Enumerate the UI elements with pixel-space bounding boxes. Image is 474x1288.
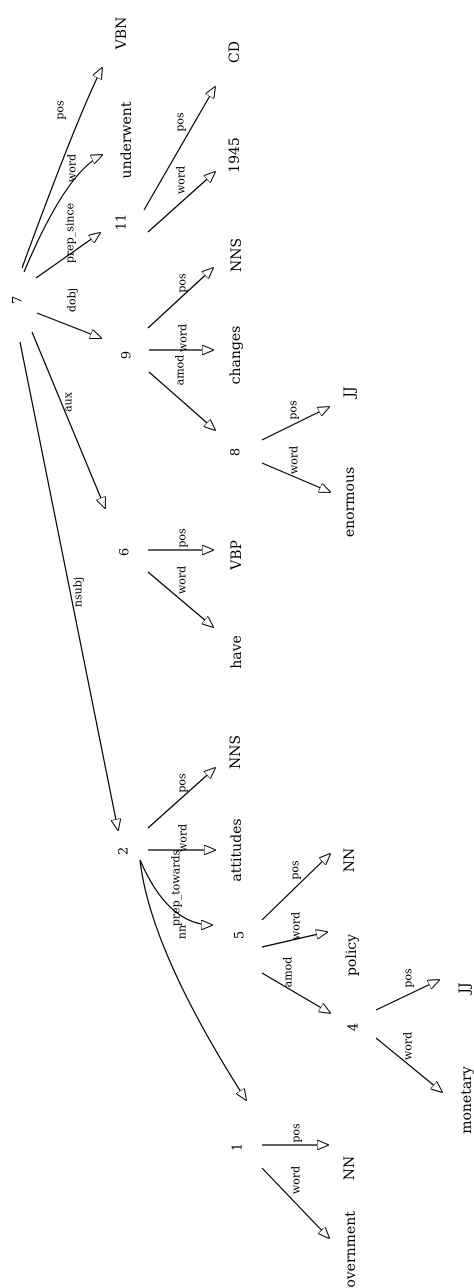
edge-label-nn: nn	[176, 925, 189, 939]
leaf-nn1: NN	[342, 1156, 358, 1181]
node-n6: 6	[118, 548, 133, 556]
edge-n5-to-n4	[261, 972, 330, 1013]
node-n4: 4	[347, 1023, 362, 1031]
node-n7: 7	[11, 296, 26, 304]
leaf-enormous: enormous	[342, 467, 358, 537]
leaf-monetary: monetary	[459, 1066, 474, 1134]
edge-n7-to-n6	[31, 331, 105, 508]
edge-n2-to-n5	[139, 859, 212, 925]
edge-n5-to-nn5	[261, 854, 330, 921]
edge-label-pos: pos	[290, 1123, 303, 1143]
edge-label-amod: amod	[282, 957, 295, 988]
edge-label-word: word	[177, 824, 190, 852]
leaf-have: have	[229, 635, 245, 669]
edge-n7-to-n2	[19, 341, 118, 830]
edge-n4-to-jj4	[375, 980, 439, 1011]
node-n9: 9	[120, 351, 135, 359]
node-n5: 5	[233, 931, 248, 939]
edge-label-prep-since: prep_since	[64, 203, 77, 263]
edge-label-word: word	[175, 166, 188, 194]
edge-label-amod: amod	[174, 355, 187, 386]
leaf-vbn: VBN	[114, 17, 130, 51]
leaf-1945: 1945	[227, 137, 243, 173]
edge-n8-to-enormous	[261, 462, 330, 492]
edge-label-dobj: dobj	[66, 288, 79, 312]
edge-label-pos: pos	[287, 400, 300, 420]
edge-label-word: word	[290, 912, 303, 940]
edge-n7-to-vbn	[21, 68, 102, 269]
edge-n9-to-nns9	[147, 268, 213, 329]
edge-n5-to-policy	[261, 932, 327, 948]
node-n1: 1	[231, 1143, 246, 1151]
leaf-jj8: JJ	[342, 386, 358, 399]
edge-label-pos: pos	[176, 528, 189, 548]
edge-n9-to-n8	[148, 371, 215, 430]
edge-label-word: word	[290, 1166, 303, 1194]
edge-label-word: word	[288, 446, 301, 474]
edge-n1-to-government	[261, 1167, 329, 1238]
edge-label-word: word	[66, 154, 79, 182]
edge-n11-to-1945	[147, 172, 215, 233]
leaf-underwent: underwent	[119, 101, 135, 178]
edge-n7-to-n11	[35, 233, 100, 279]
leaf-government: Government	[343, 1211, 359, 1288]
leaf-changes: changes	[228, 326, 244, 385]
edge-label-pos: pos	[402, 968, 415, 988]
node-n8: 8	[229, 448, 244, 456]
edge-n2-to-n1	[139, 859, 246, 1100]
edge-n6-to-have	[147, 571, 213, 627]
leaf-jj4: JJ	[457, 982, 473, 995]
edge-n8-to-jj8	[261, 407, 329, 441]
edge-n4-to-monetary	[375, 1037, 442, 1092]
leaf-policy: policy	[344, 934, 360, 976]
edge-label-aux: aux	[62, 391, 75, 412]
leaf-nn5: NN	[342, 848, 358, 873]
edge-label-pos: pos	[54, 100, 67, 120]
leaf-nns2: NNS	[228, 735, 244, 769]
edge-label-pos: pos	[176, 273, 189, 293]
leaf-cd: CD	[227, 41, 243, 63]
edge-n7-to-underwent	[23, 155, 102, 273]
edges-layer	[19, 68, 442, 1238]
edge-label-prep-towards: prep_towards	[170, 849, 183, 926]
edge-label-word: word	[176, 566, 189, 594]
edge-label-word: word	[402, 1032, 415, 1060]
edge-label-pos: pos	[289, 860, 302, 880]
edge-label-word: word	[177, 324, 190, 352]
edge-n2-to-nns2	[147, 768, 215, 829]
leaf-vbp: VBP	[229, 540, 245, 571]
leaf-attitudes: attitudes	[229, 818, 245, 881]
edge-n11-to-cd	[143, 87, 215, 211]
node-n2: 2	[117, 847, 132, 855]
edge-label-pos: pos	[176, 773, 189, 793]
edge-n7-to-n9	[36, 312, 101, 338]
leaf-nns9: NNS	[229, 238, 245, 272]
edge-label-nsubj: nsubj	[72, 577, 85, 607]
edge-label-pos: pos	[174, 112, 187, 132]
node-n11: 11	[115, 214, 130, 231]
